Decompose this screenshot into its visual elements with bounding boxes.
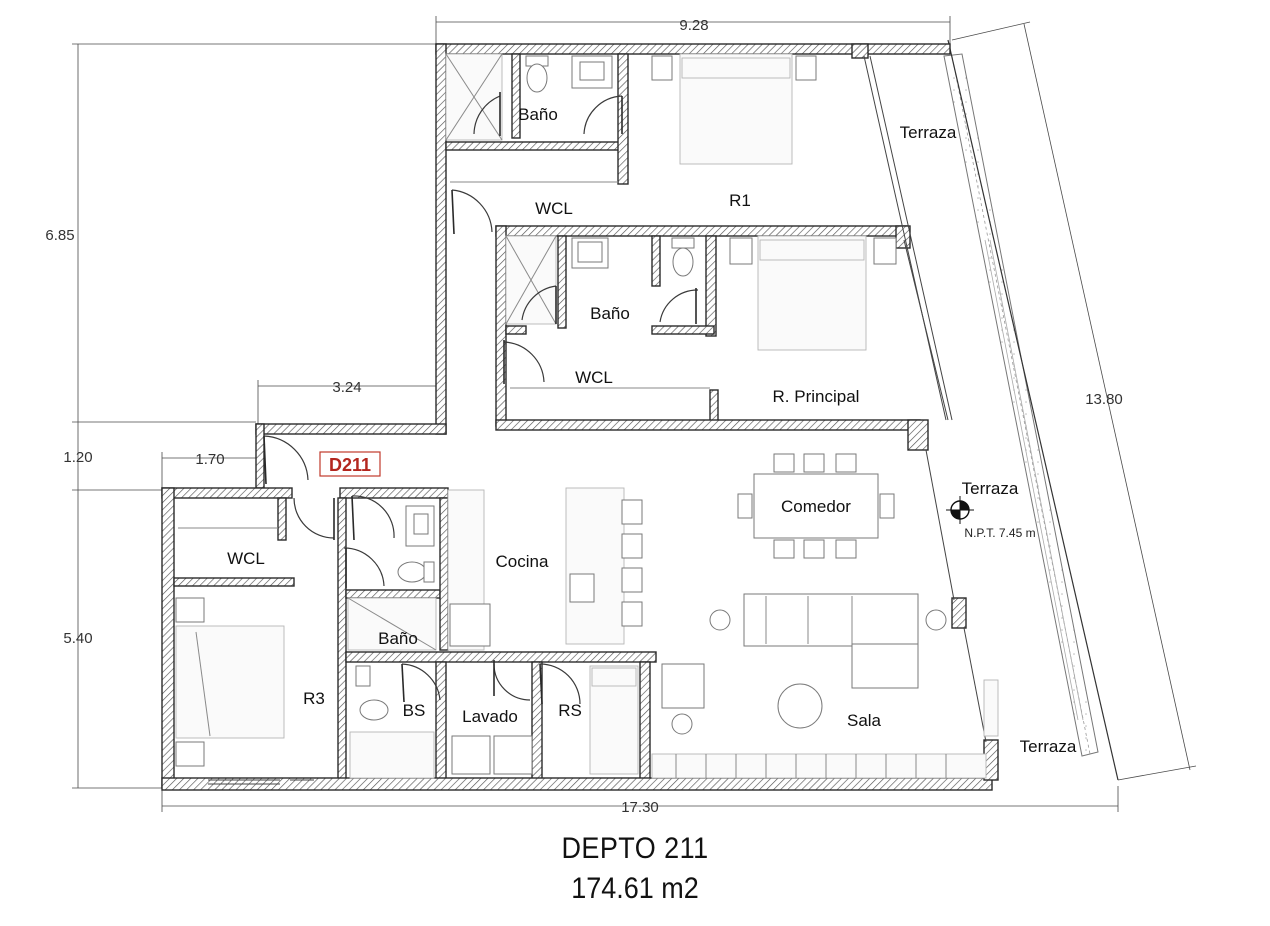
dim-entry-offset: 1.70 — [195, 451, 224, 468]
level-marker-icon — [946, 496, 974, 524]
label-cocina: Cocina — [496, 552, 549, 571]
terrace-edge — [943, 39, 1119, 781]
furniture — [175, 53, 999, 779]
label-rs: RS — [558, 701, 582, 720]
dim-upper-left-height: 6.85 — [45, 227, 74, 244]
windows — [208, 55, 987, 785]
label-sala: Sala — [847, 711, 882, 730]
label-terraza-top: Terraza — [900, 123, 957, 142]
unit-tag: D211 — [319, 451, 381, 477]
dim-mid-offset: 3.24 — [332, 379, 361, 396]
label-wcl-left: WCL — [227, 549, 265, 568]
unit-area: 174.61 m2 — [571, 872, 699, 905]
label-bs: BS — [403, 701, 426, 720]
label-bano-top: Baño — [518, 105, 558, 124]
label-r1: R1 — [729, 191, 751, 210]
label-terraza-mid: Terraza — [962, 479, 1019, 498]
label-terraza-bottom: Terraza — [1020, 737, 1077, 756]
unit-code: D211 — [329, 455, 371, 475]
label-r3: R3 — [303, 689, 325, 708]
walls — [161, 43, 999, 791]
dim-entry-depth: 1.20 — [63, 449, 92, 466]
label-npt: N.P.T. 7.45 m — [964, 526, 1035, 540]
dim-lower-left-height: 5.40 — [63, 630, 92, 647]
label-r-principal: R. Principal — [773, 387, 860, 406]
label-wcl-top: WCL — [535, 199, 573, 218]
dim-right-diagonal: 13.80 — [1085, 391, 1123, 408]
label-bano-mid: Baño — [590, 304, 630, 323]
dimension-labels: 9.28 6.85 3.24 1.20 1.70 5.40 17.30 13.8… — [45, 17, 1122, 816]
unit-title: DEPTO 211 — [561, 832, 709, 865]
dim-bottom-width: 17.30 — [621, 799, 659, 816]
doors — [263, 92, 699, 705]
label-bano-small: Baño — [378, 629, 418, 648]
dimension-lines — [72, 16, 1197, 812]
dim-top-width: 9.28 — [679, 17, 708, 34]
label-comedor: Comedor — [781, 497, 851, 516]
room-labels: Baño WCL R1 Terraza Baño WCL R. Principa… — [227, 105, 1077, 756]
label-lavado: Lavado — [462, 707, 518, 726]
label-wcl-mid: WCL — [575, 368, 613, 387]
